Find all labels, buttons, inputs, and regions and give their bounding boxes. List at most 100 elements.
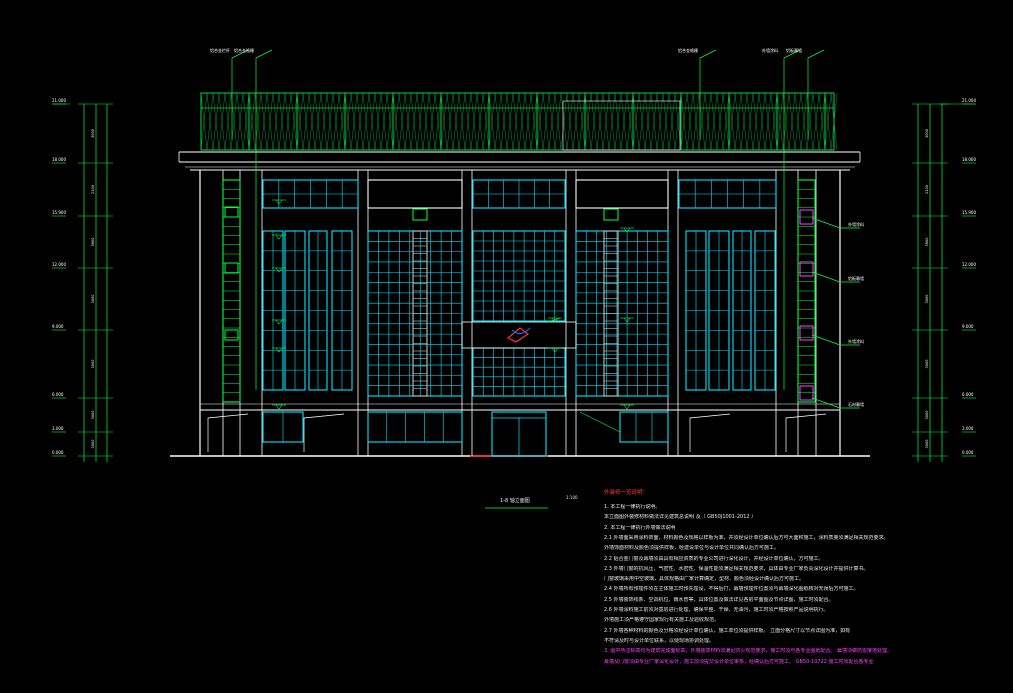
accent-panel bbox=[799, 325, 814, 341]
roof-lattice bbox=[242, 92, 250, 151]
roof-lattice bbox=[662, 92, 670, 151]
roof-lattice bbox=[440, 92, 448, 151]
roof-lattice bbox=[764, 92, 772, 151]
note-line: 不符请及时与设计单位联系，以便现场协调处理。 bbox=[604, 637, 715, 644]
level-tag-mark bbox=[551, 317, 559, 323]
roof-lattice bbox=[428, 92, 436, 151]
roof-lattice bbox=[308, 92, 316, 151]
roof-lattice bbox=[410, 92, 418, 151]
roof-stair-box bbox=[562, 100, 681, 151]
left-green-strip bbox=[222, 179, 241, 403]
roof-lattice bbox=[578, 92, 586, 151]
callout-label-top: 铝合金栏杆 bbox=[210, 47, 230, 53]
roof-lattice bbox=[458, 92, 466, 151]
roof-lattice bbox=[722, 92, 730, 151]
plinth-bay-detail bbox=[207, 413, 249, 452]
ground-window-a bbox=[367, 411, 463, 443]
callout-leader bbox=[547, 317, 561, 323]
green-panel bbox=[224, 206, 239, 218]
level-tag-mark bbox=[275, 199, 283, 205]
roof-lattice bbox=[260, 92, 268, 151]
green-vent bbox=[412, 208, 428, 221]
roof-lattice bbox=[632, 92, 640, 151]
callout-label-top: 铝板幕墙 bbox=[786, 47, 802, 53]
level-tag-mark bbox=[275, 319, 283, 325]
roof-lattice bbox=[488, 92, 496, 151]
note-line: 幕墙及门窗须由专业厂家深化设计，施工前须提交设计单位审核，经确认后方可施工。 G… bbox=[604, 658, 874, 665]
roof-screen bbox=[200, 92, 838, 151]
roof-lattice bbox=[356, 92, 364, 151]
callout-leader-tail bbox=[807, 49, 825, 59]
roof-lattice bbox=[506, 92, 514, 151]
roof-lattice bbox=[638, 92, 646, 151]
roof-lattice bbox=[386, 92, 394, 151]
building-elevation bbox=[170, 92, 870, 457]
tall-window-right bbox=[732, 230, 752, 391]
roof-lattice bbox=[806, 92, 814, 151]
roof-lattice bbox=[758, 92, 766, 151]
note-line: 2.5 外墙装饰线条、空调机位、雨水管等，具体位置及做法详见各层平面图及节点详图… bbox=[604, 596, 834, 603]
roof-lattice bbox=[560, 92, 568, 151]
curtain-wall-center-lower bbox=[472, 347, 566, 397]
level-tag-mark bbox=[275, 234, 283, 240]
dimension-value: 3000 bbox=[91, 360, 95, 369]
roof-lattice bbox=[434, 92, 442, 151]
dimension-value: 3000 bbox=[925, 411, 929, 420]
roof-lattice bbox=[566, 92, 574, 151]
level-tag-mark bbox=[275, 404, 283, 410]
roof-lattice bbox=[788, 92, 796, 151]
upper-panel-a-frame bbox=[367, 179, 463, 209]
curtain-wall-right bbox=[575, 230, 669, 397]
roof-lattice bbox=[494, 92, 502, 151]
callout-label-right: 外墙涂料 bbox=[848, 338, 864, 344]
dimension-value: 3000 bbox=[925, 360, 929, 369]
dimension-value: 3000 bbox=[91, 440, 95, 449]
dimension-value: 2100 bbox=[925, 185, 929, 194]
note-line: 2. 本工程一律执行外墙做法说明 bbox=[604, 524, 676, 531]
dimension-value: 2100 bbox=[91, 185, 95, 194]
upper-window-3 bbox=[678, 179, 777, 209]
callout-label-top: 铝合金格栅 bbox=[234, 47, 254, 53]
upper-panel-b bbox=[575, 179, 669, 209]
upper-window-1 bbox=[262, 179, 359, 209]
callout-label-top: 铝合金格栅 bbox=[678, 47, 698, 53]
callout-leader-tail bbox=[783, 49, 801, 59]
note-line: 2.3 外墙门窗的抗风压、气密性、水密性、保温性能须满足相关规范要求，具体由专业… bbox=[604, 565, 869, 572]
roof-lattice bbox=[248, 92, 256, 151]
dimension-value: 3900 bbox=[91, 238, 95, 247]
roof-lattice bbox=[734, 92, 742, 151]
level-tag-mark bbox=[551, 347, 559, 353]
roof-lattice bbox=[368, 92, 376, 151]
level-value: 12.000 bbox=[52, 262, 66, 267]
drawing-title: 1-8 轴立面图 bbox=[500, 498, 530, 504]
note-line: 1. 本工程一律执行说明。 bbox=[604, 504, 661, 510]
level-dimension-chains: 21.00018.00015.90012.0009.0006.0003.0000… bbox=[52, 98, 976, 462]
level-value: 9.000 bbox=[962, 324, 974, 329]
roof-lattice bbox=[770, 92, 778, 151]
plinth-bay-detail bbox=[785, 413, 827, 452]
roof-lattice bbox=[716, 92, 724, 151]
dimension-value: 3000 bbox=[91, 411, 95, 420]
note-line: 2.6 外墙涂料施工前须对基层进行处理，确保平整、干燥、无油污，施工时须严格按照… bbox=[604, 607, 829, 613]
tall-window-left bbox=[308, 230, 328, 391]
roof-lattice bbox=[326, 92, 334, 151]
roof-lattice bbox=[530, 92, 538, 151]
level-value: 15.900 bbox=[52, 210, 66, 215]
roof-lattice bbox=[650, 92, 658, 151]
roof-lattice bbox=[740, 92, 748, 151]
roof-lattice bbox=[584, 92, 592, 151]
roof-lattice bbox=[362, 92, 370, 151]
note-line: 外墙饰面材料及颜色须提供样板，经建设单位与设计单位共同确认后方可施工。 bbox=[604, 545, 780, 552]
level-tag-mark bbox=[623, 317, 631, 323]
note-line: 2.4 外墙所有预埋件须在主体施工时预先埋设，不得后打，幕墙预埋件位置须与幕墙深… bbox=[604, 586, 859, 593]
roof-lattice bbox=[302, 92, 310, 151]
callout-leader bbox=[811, 271, 841, 283]
roof-lattice bbox=[350, 92, 358, 151]
roof-lattice bbox=[794, 92, 802, 151]
roof-lattice bbox=[614, 92, 622, 151]
logo-mark bbox=[506, 327, 530, 343]
roof-lattice bbox=[320, 92, 328, 151]
roof-lattice bbox=[548, 92, 556, 151]
